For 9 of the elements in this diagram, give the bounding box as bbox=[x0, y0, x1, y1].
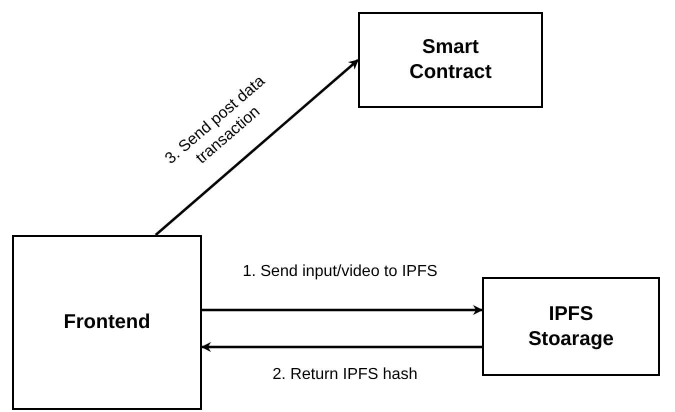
box-label: Smart Contract bbox=[408, 35, 493, 85]
arrow bbox=[202, 305, 483, 315]
box-label: Frontend bbox=[64, 310, 150, 335]
process-box bbox=[12, 235, 202, 410]
arrow bbox=[201, 342, 482, 352]
box-label: IPFS Stoarage bbox=[527, 302, 615, 352]
arrow bbox=[154, 59, 359, 236]
process-box bbox=[358, 12, 543, 108]
process-box bbox=[482, 277, 660, 376]
